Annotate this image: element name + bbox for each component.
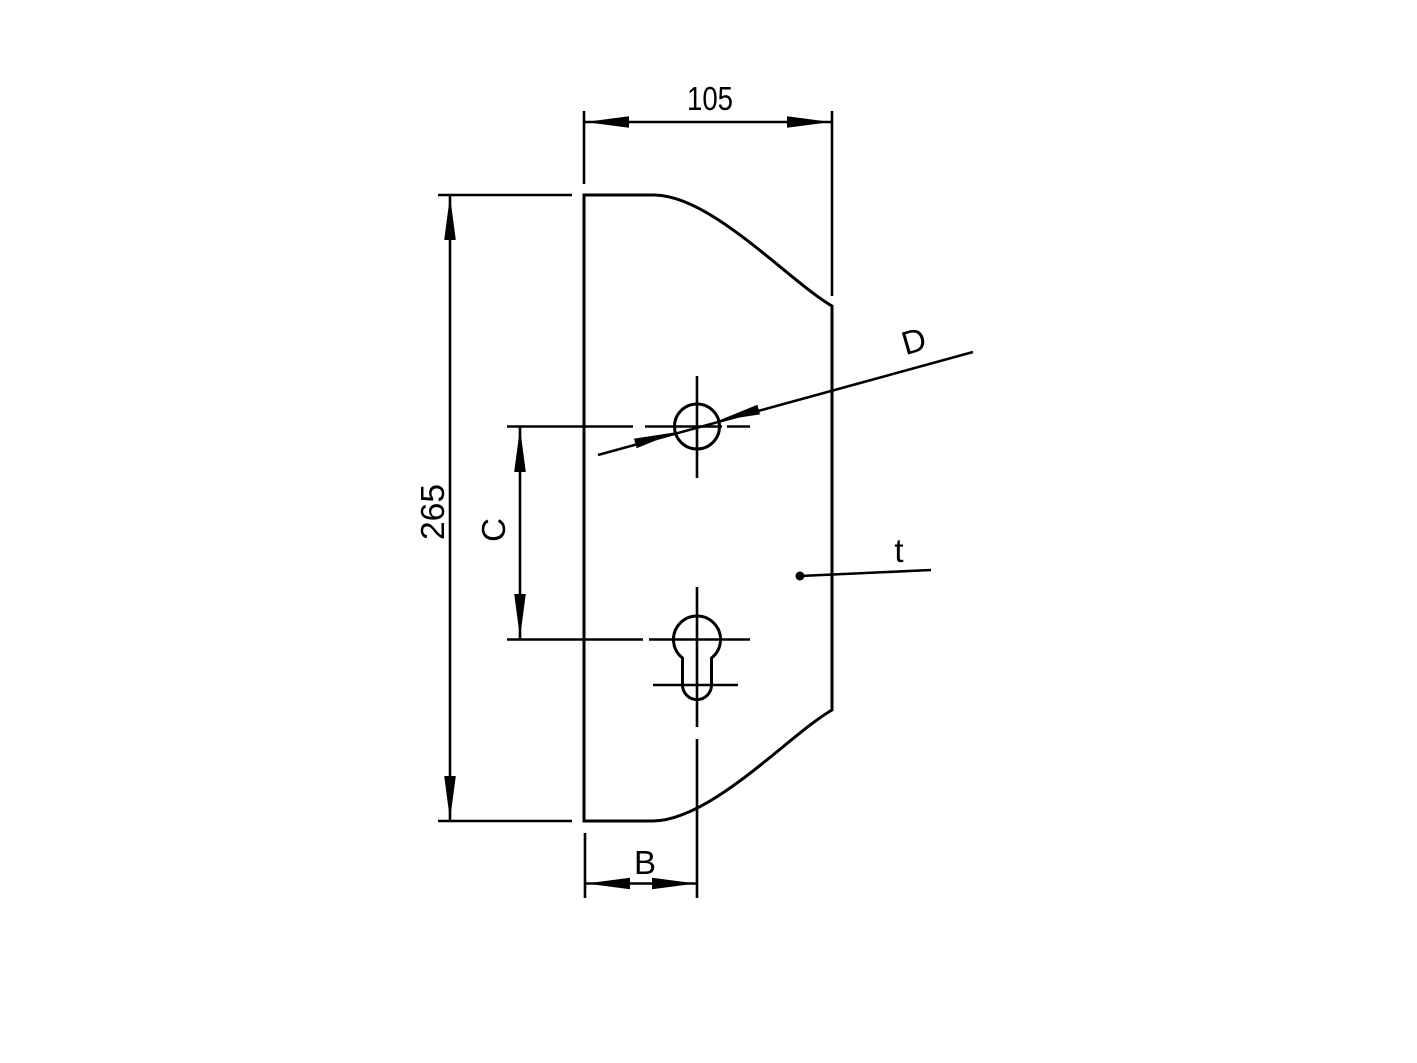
backset-arrow-left	[586, 877, 630, 890]
faceplate-outline	[582, 193, 834, 823]
backset-arrow-right	[652, 877, 696, 890]
dimension-center-distance-c: C	[475, 426, 526, 640]
thickness-leader-group: t	[795, 532, 932, 581]
dimension-diameter-d: D	[597, 320, 974, 457]
thickness-leader-line	[799, 568, 932, 578]
width-dimension-label: 105	[687, 80, 733, 117]
diameter-arrow-upper	[718, 404, 760, 421]
dimension-height-265: 265	[414, 193, 572, 823]
dimension-width-105: 105	[582, 80, 834, 296]
center-distance-arrow-bottom	[514, 594, 526, 638]
faceplate-outline-group	[582, 193, 834, 823]
backset-label: B	[634, 844, 656, 881]
height-dimension-label: 265	[414, 484, 451, 540]
dimension-backset-b: B	[583, 833, 697, 898]
height-arrow-bottom	[444, 776, 456, 820]
center-distance-arrow-top	[514, 428, 526, 472]
height-arrow-top	[444, 196, 456, 240]
centerlines-group	[507, 376, 750, 898]
diameter-arrow-lower	[634, 432, 676, 449]
width-arrow-left	[585, 116, 629, 128]
width-arrow-right	[787, 116, 831, 128]
diameter-label: D	[897, 320, 930, 362]
thickness-label: t	[894, 532, 903, 569]
center-distance-label: C	[475, 518, 512, 542]
